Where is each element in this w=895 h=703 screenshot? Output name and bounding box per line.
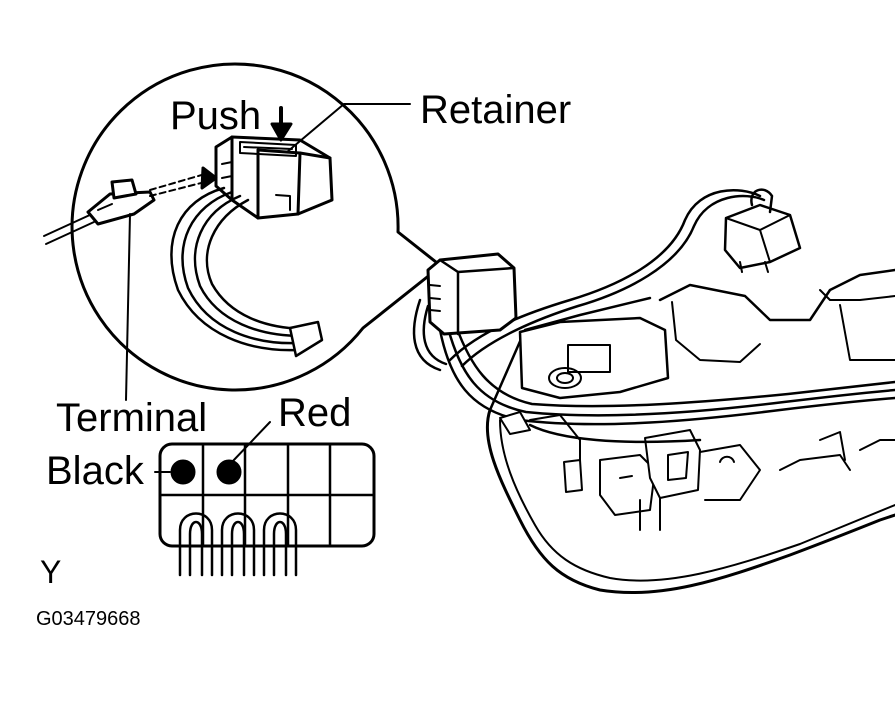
connector-wire-lead (412, 298, 448, 372)
red-terminal-dot (216, 459, 242, 485)
wire-harness-detail (170, 186, 324, 358)
figure-code: G03479668 (36, 608, 141, 630)
terminal-label: Terminal (56, 396, 208, 440)
console-assembly (485, 188, 895, 595)
push-arrow-icon (270, 106, 293, 142)
black-terminal-dot (170, 459, 196, 485)
terminal-leader-line (125, 213, 131, 401)
magnifier-callout (70, 62, 443, 392)
harness-connector (426, 252, 518, 336)
push-label: Push (170, 94, 262, 138)
red-leader-line (231, 421, 271, 463)
connector-housing-detail (214, 135, 334, 220)
retainer-leader-line (286, 103, 411, 153)
retainer-label: Retainer (420, 88, 572, 132)
black-label: Black (46, 449, 144, 493)
y-label: Y (40, 554, 62, 590)
connector-terminal-grid (158, 442, 376, 548)
red-label: Red (278, 391, 352, 435)
grid-wires (178, 512, 298, 577)
terminal-pin-detail (43, 166, 218, 245)
